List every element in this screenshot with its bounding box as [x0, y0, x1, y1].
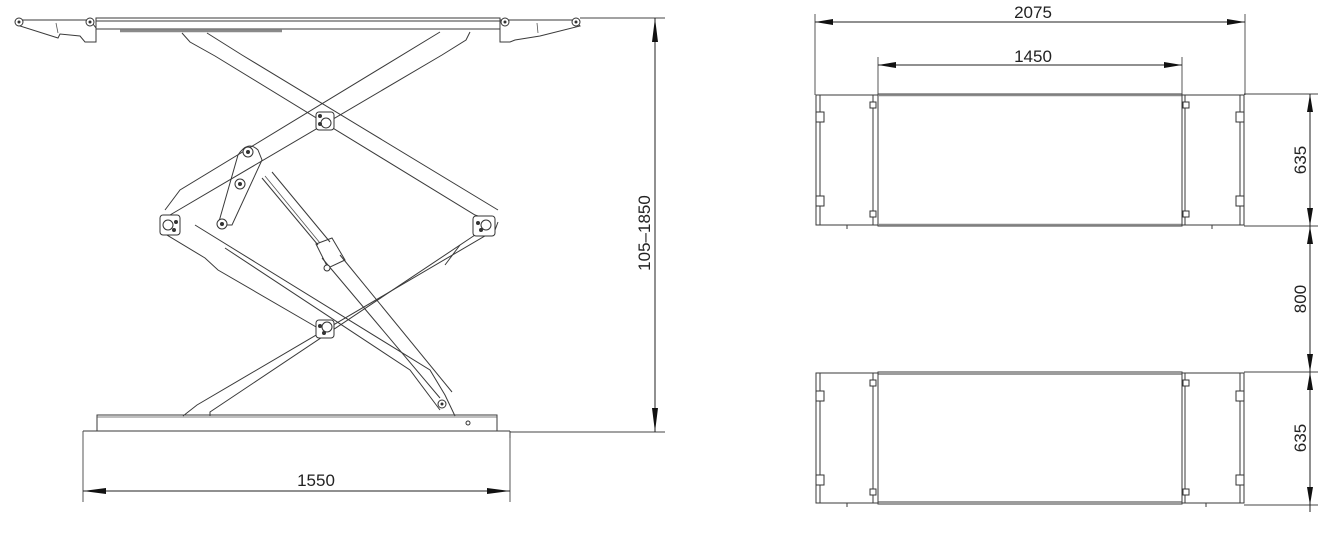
dimension-vertical-chain: 635 800 635	[1244, 93, 1318, 512]
pivot-lower-center	[315, 319, 335, 339]
lower-platform-plan	[815, 371, 1245, 507]
pivot-right	[472, 215, 496, 237]
dim-label-635-bottom: 635	[1291, 424, 1310, 452]
dim-label-105-1850: 105–1850	[635, 195, 654, 271]
side-view: 1550 105–1850	[14, 17, 665, 502]
top-platform	[14, 17, 581, 43]
dimension-platform-length: 1450	[877, 47, 1183, 95]
lower-arm-c	[194, 224, 456, 417]
dim-label-1450: 1450	[1014, 47, 1052, 66]
pivot-left	[159, 214, 181, 236]
dimension-height-range: 105–1850	[510, 17, 665, 433]
dim-label-1550: 1550	[297, 471, 335, 490]
hydraulic-cylinder	[261, 171, 453, 399]
pivot-upper-center	[315, 111, 335, 131]
upper-platform-plan	[815, 93, 1245, 229]
upper-arm-a	[181, 32, 499, 221]
plan-view: 2075 1450	[814, 3, 1318, 512]
dimension-overall-length: 2075	[814, 3, 1246, 95]
pivot-pins	[159, 111, 496, 409]
dim-label-2075: 2075	[1014, 3, 1052, 22]
base-frame	[83, 414, 511, 438]
dimension-base-length: 1550	[82, 431, 511, 502]
dim-label-800: 800	[1291, 285, 1310, 313]
link-arm	[216, 145, 263, 230]
dim-label-635-top: 635	[1291, 146, 1310, 174]
